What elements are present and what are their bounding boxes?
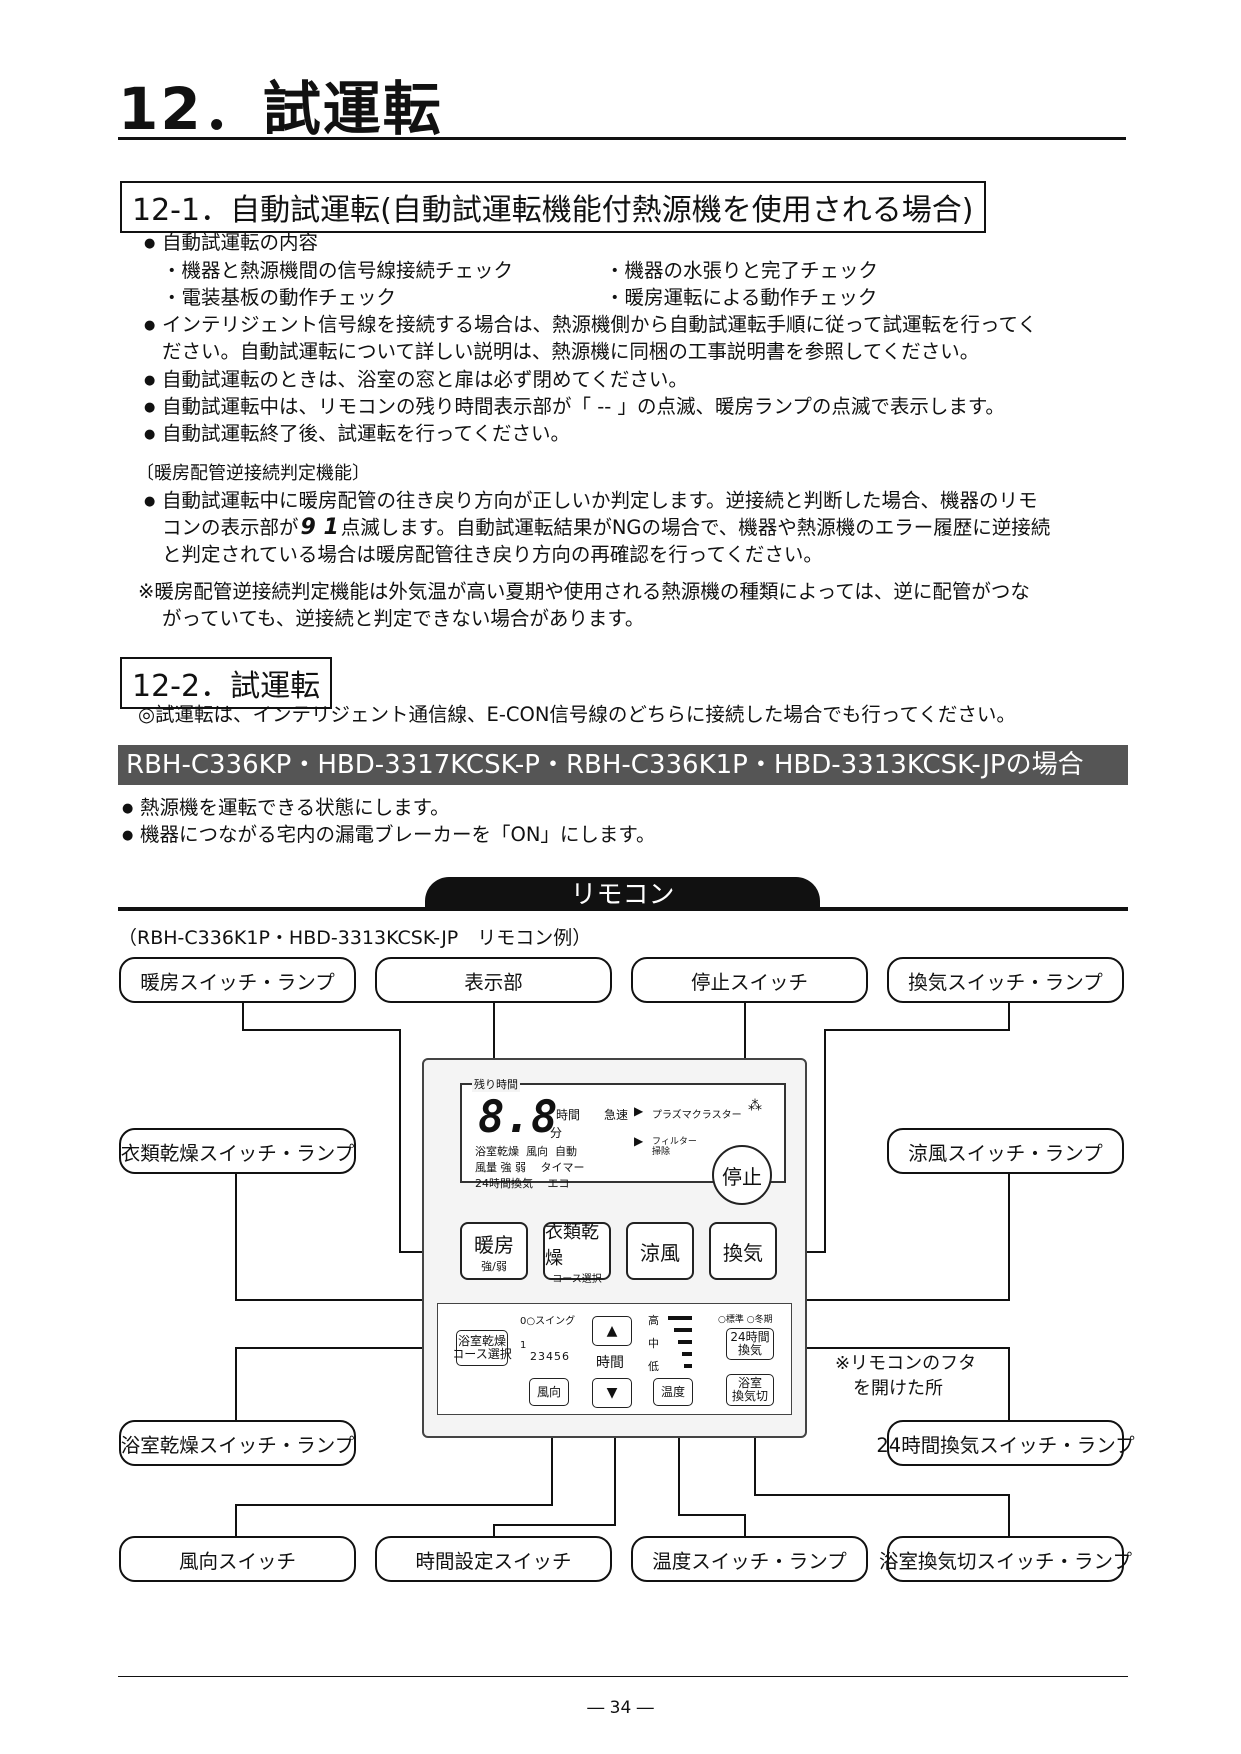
heat-button-sub: 強/弱 [481,1259,507,1273]
temp-low: 低 [648,1360,659,1373]
lcd-row1: 浴室乾燥 風向 自動 [475,1145,577,1158]
lcd-remaining: 残り時間 [472,1076,520,1092]
content-heading: 自動試運転の内容 [144,229,318,257]
label-cool: 涼風スイッチ・ランプ [887,1128,1124,1174]
lcd-code: 9 1 [300,515,339,540]
numbers-label: 23456 [530,1350,570,1363]
bullet-text: 自動試運転終了後、試運転を行ってください。 [144,420,570,448]
wind-dir-button[interactable]: 風向 [529,1378,569,1406]
bullet-text: 自動試運転のときは、浴室の窓と扉は必ず閉めてください。 [144,366,688,394]
lcd-plasma: プラズマクラスター [652,1110,742,1121]
heat-button-label: 暖房 [474,1232,514,1257]
bath-vent-off-button[interactable]: 浴室 換気切 [726,1374,774,1406]
lcd-filter: フィルター [652,1137,697,1147]
note-text: がっていても、逆接続と判定できない場合があります。 [162,607,645,630]
check-item: ・電装基板の動作チェック [162,286,397,309]
lcd-arrow-icon: ▶ [634,1104,644,1118]
label-ventilation: 換気スイッチ・ランプ [887,957,1124,1003]
example-caption: （RBH-C336K1P・HBD-3313KCSK-JP リモコン例） [118,927,592,949]
down-button[interactable]: ▼ [592,1378,632,1408]
vent24-button[interactable]: 24時間 換気 [726,1328,774,1360]
step-text: 機器につながる宅内の漏電ブレーカーを「ON」にします。 [122,821,655,849]
check-item: ・機器と熱源機間の信号線接続チェック [162,259,514,282]
bullet-text-cont: ださい。自動試運転について詳しい説明は、熱源機に同梱の工事説明書を参照してくださ… [162,340,980,363]
step-text: 熱源機を運転できる状態にします。 [122,794,450,822]
temp-high: 高 [648,1314,659,1327]
swing-label: 0○スイング [520,1316,576,1327]
section-heading-12-1: 12-1．自動試運転(自動試運転機能付熱源機を使用される場合) [120,181,986,233]
temp-mid: 中 [648,1337,659,1350]
check-item: ・機器の水張りと完了チェック [605,259,879,282]
model-bar: RBH-C336KP・HBD-3317KCSK-P・RBH-C336K1P・HB… [118,745,1128,785]
clothes-dry-button[interactable]: 衣類乾燥 コース選択 [543,1222,611,1285]
lcd-arrow-icon: ▶ [634,1134,644,1148]
heat-button[interactable]: 暖房 強/弱 [460,1222,528,1280]
lcd-clean: 掃除 [652,1147,671,1157]
lcd-rapid: 急速 [604,1108,629,1122]
lcd-row3: 24時間換気 エコ [475,1177,570,1190]
title-divider [118,137,1126,140]
lcd-digits: 8.8 [478,1092,558,1143]
section-heading-12-2: 12-2．試運転 [120,657,333,709]
dry-button-label: 衣類乾燥 [545,1221,599,1269]
check-item: ・暖房運転による動作チェック [605,286,878,309]
cool-button[interactable]: 涼風 [626,1222,694,1280]
label-bath-vent-off: 浴室換気切スイッチ・ランプ [879,1536,1132,1582]
label-time-set: 時間設定スイッチ [375,1536,612,1582]
section2-intro: ◎試運転は、インテリジェント通信線、E-CON信号線のどちらに接続した場合でも行… [138,703,1016,726]
up-button[interactable]: ▲ [592,1316,632,1346]
label-display: 表示部 [375,957,612,1003]
std-cold-label: ○標準 ○冬期 [718,1315,773,1325]
bullet-text: インテリジェント信号線を接続する場合は、熱源機側から自動試運転手順に従って試運転… [144,311,1037,339]
cover-note: ※リモコンのフタ [835,1353,977,1374]
label-bath-dry: 浴室乾燥スイッチ・ランプ [119,1420,356,1466]
temp-button[interactable]: 温度 [653,1378,693,1406]
stop-button[interactable]: 停止 [712,1145,772,1205]
label-wind-dir: 風向スイッチ [119,1536,356,1582]
label-stop: 停止スイッチ [631,957,868,1003]
lcd-hour: 時間 [556,1108,581,1122]
bath-dry-button[interactable]: 浴室乾燥 コース選択 [452,1330,512,1366]
remote-tab: リモコン [425,877,820,911]
temp-bar [684,1364,692,1368]
label-heating: 暖房スイッチ・ランプ [119,957,356,1003]
temp-bar [682,1352,692,1356]
label-vent24: 24時間換気スイッチ・ランプ [876,1420,1135,1466]
temp-bar [674,1328,692,1332]
sub-heading: 〔暖房配管逆接続判定機能〕 [136,463,370,484]
note-text: ※暖房配管逆接続判定機能は外気温が高い夏期や使用される熱源機の種類によっては、逆… [138,580,1030,603]
num-1: 1 [520,1340,527,1351]
dry-button-sub: コース選択 [552,1273,602,1285]
time-label: 時間 [596,1355,624,1371]
vent-button[interactable]: 換気 [709,1222,777,1280]
page-number: ― 34 ― [587,1698,654,1718]
footer-rule [118,1676,1128,1677]
page-title: 12．試運転 [118,75,443,143]
lcd-minute: 分 [550,1126,563,1140]
cluster-icon: ⁂ [748,1098,762,1114]
reverse-text: 自動試運転中に暖房配管の往き戻り方向が正しいか判定します。逆接続と判断した場合、… [144,487,1038,515]
reverse-text: と判定されている場合は暖房配管往き戻り方向の再確認を行ってください。 [162,543,823,566]
temp-bar [678,1340,692,1344]
cover-note: を開けた所 [853,1378,943,1399]
lcd-row2: 風量 強 弱 タイマー [475,1161,585,1174]
label-clothes-dry: 衣類乾燥スイッチ・ランプ [119,1128,356,1174]
temp-bar [668,1316,692,1320]
bullet-text: 自動試運転中は、リモコンの残り時間表示部が「 -- 」の点滅、暖房ランプの点滅で… [144,393,1005,421]
label-temp: 温度スイッチ・ランプ [631,1536,868,1582]
